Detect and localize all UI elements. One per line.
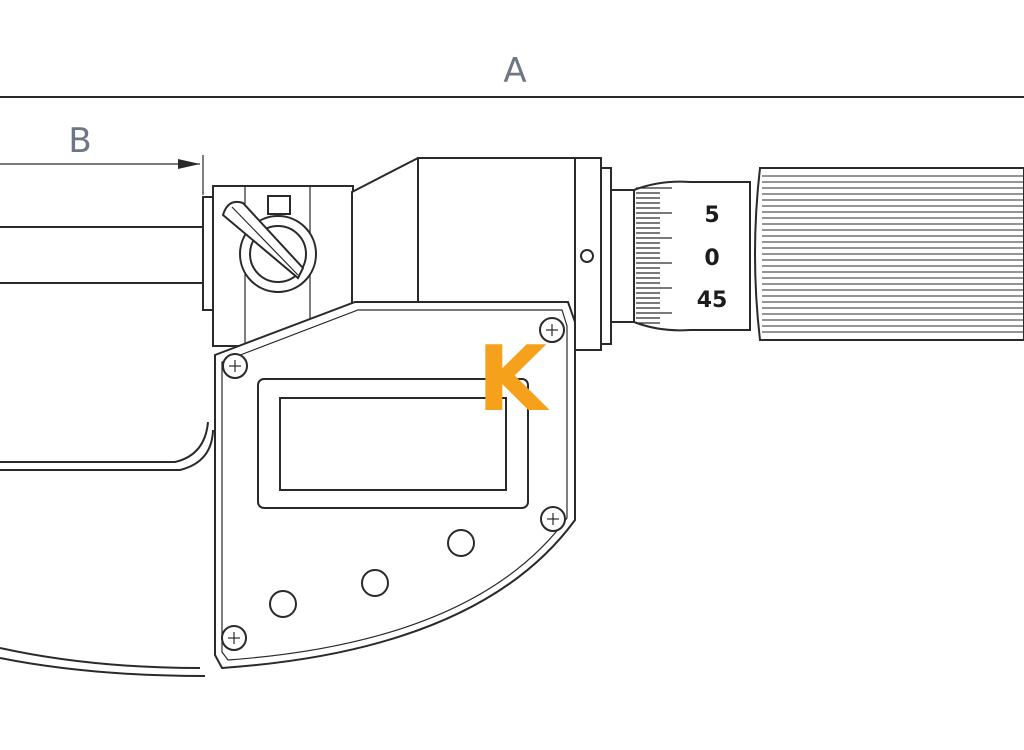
thimble-scale-number: 45 [697,288,728,313]
function-button [361,569,389,597]
dimension-b: B [0,121,204,195]
dimension-a: A [0,51,1024,98]
sleeve-index-hole [580,249,594,263]
lock-lever-detail [231,206,299,276]
housing-screw [222,353,248,379]
spindle [0,196,215,311]
ratchet-knob [754,167,1024,341]
sleeve-neck [610,189,637,323]
lock-pin [267,195,291,215]
housing-screw [221,625,247,651]
frame-lower-edge [0,647,201,669]
thimble: 5 0 45 [633,180,751,332]
thimble-scale-number: 5 [704,203,719,228]
frame-lower-edge-inner [0,657,206,677]
lcd-screen [279,397,507,491]
housing-screw [539,317,565,343]
function-button [447,529,475,557]
dimension-a-label: A [503,51,526,91]
dimension-b-arrowhead [178,159,200,169]
sleeve [351,157,637,351]
display-housing-inner-edge [221,309,568,661]
function-button [269,590,297,618]
thimble-graduations [636,187,672,324]
thimble-body [633,180,751,332]
thimble-scale-number: 0 [704,246,719,271]
frame-upper-edge [0,421,209,463]
display-housing [214,301,576,670]
sleeve-collar [600,167,612,345]
micrometer-frame [0,421,214,677]
ratchet-knurling [762,175,1024,333]
dimension-b-label: B [68,121,91,161]
housing-screw [540,506,566,532]
frame-upper-edge-inner [0,429,214,471]
callout-k-label: K [477,327,550,432]
